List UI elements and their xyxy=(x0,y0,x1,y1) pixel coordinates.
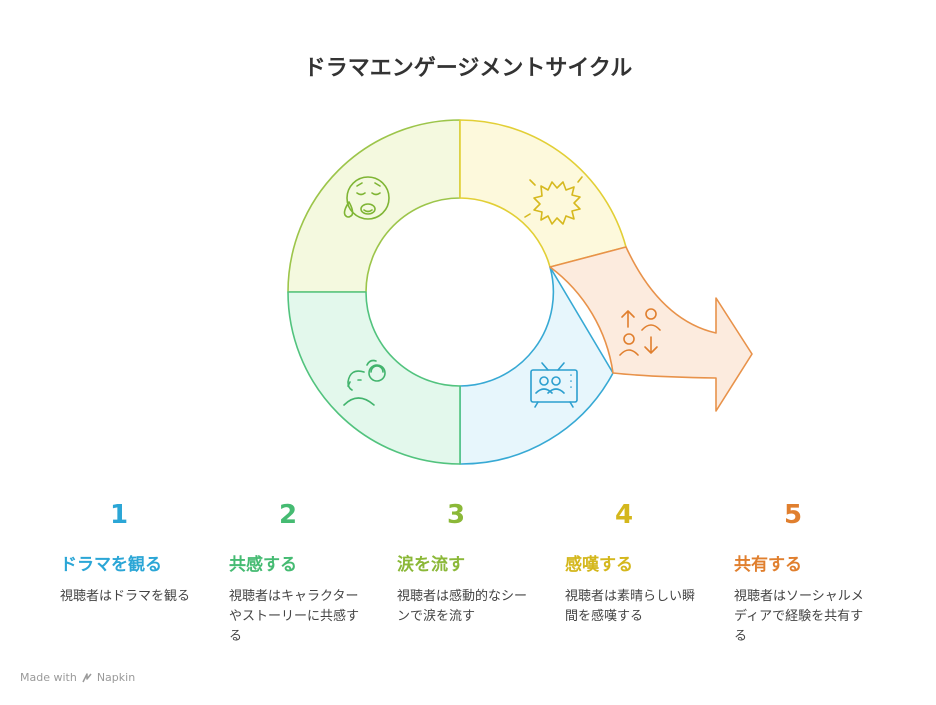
step-number: 3 xyxy=(446,500,466,530)
page-title: ドラマエンゲージメントサイクル xyxy=(303,56,633,81)
made-with-napkin[interactable]: Made with Napkin xyxy=(20,671,135,684)
step-description: 視聴者はキャラクターやストーリーに共感する xyxy=(229,589,360,644)
step-number: 2 xyxy=(278,500,298,530)
people-exchange-icon xyxy=(619,308,661,356)
segment-watch xyxy=(459,266,614,465)
step-number: 4 xyxy=(614,500,634,530)
step-number: 5 xyxy=(783,500,803,530)
brand-text: Napkin xyxy=(96,671,136,684)
step-label: 感嘆する xyxy=(565,555,633,575)
step-label: 共有する xyxy=(734,555,802,575)
segment-impressed xyxy=(459,119,627,268)
step-number: 1 xyxy=(109,500,129,530)
step-4: 4 感嘆する 視聴者は素晴らしい瞬間を感嘆する xyxy=(565,500,715,627)
step-label: ドラマを観る xyxy=(60,555,162,575)
step-3: 3 涙を流す 視聴者は感動的なシーンで涙を流す xyxy=(397,500,547,627)
step-description: 視聴者は感動的なシーンで涙を流す xyxy=(397,589,528,624)
cycle-diagram xyxy=(287,119,753,465)
segment-share-arrow xyxy=(549,246,753,412)
step-description: 視聴者はソーシャルメディアで経験を共有する xyxy=(734,589,864,644)
step-1: 1 ドラマを観る 視聴者はドラマを観る xyxy=(60,500,210,607)
sparkle-burst-icon xyxy=(524,176,583,225)
empathy-face-icon xyxy=(343,359,386,406)
napkin-logo-icon xyxy=(82,672,92,682)
television-icon xyxy=(530,362,578,408)
segment-empathy xyxy=(287,291,461,465)
step-description: 視聴者はドラマを観る xyxy=(60,589,191,604)
step-description: 視聴者は素晴らしい瞬間を感嘆する xyxy=(565,589,696,624)
made-with-text: Made with xyxy=(20,671,77,684)
step-2: 2 共感する 視聴者はキャラクターやストーリーに共感する xyxy=(229,500,379,647)
step-label: 涙を流す xyxy=(397,555,465,575)
step-label: 共感する xyxy=(229,555,297,575)
crying-face-icon xyxy=(343,176,390,220)
step-5: 5 共有する 視聴者はソーシャルメディアで経験を共有する xyxy=(734,500,884,647)
